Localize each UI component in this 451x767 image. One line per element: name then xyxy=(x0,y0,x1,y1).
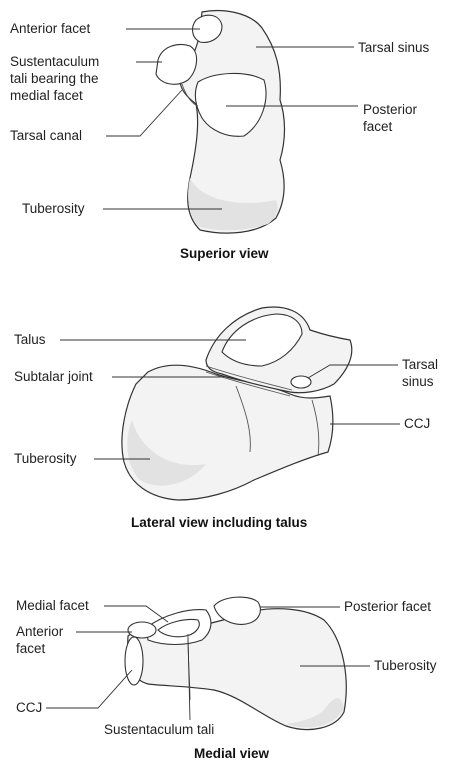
superior-tarsal-sinus-label: Tarsal sinus xyxy=(358,40,430,55)
lateral-view-caption: Lateral view including talus xyxy=(131,515,307,530)
lateral-view: Talus Subtalar joint Tuberosity Tarsal s… xyxy=(14,307,438,530)
superior-tarsal-canal-leader xyxy=(106,90,182,136)
medial-anterior-facet-label-line2: facet xyxy=(16,641,46,656)
lateral-subtalar-joint-label: Subtalar joint xyxy=(14,369,93,384)
superior-posterior-facet-label-line1: Posterior xyxy=(363,102,418,117)
medial-calcaneus-drawing xyxy=(125,597,346,729)
medial-anterior-facet xyxy=(128,622,156,638)
superior-sustentaculum-label-line3: medial facet xyxy=(10,88,83,103)
medial-ccj-label: CCJ xyxy=(16,700,42,715)
medial-medial-facet-label: Medial facet xyxy=(16,598,89,613)
lateral-calcaneus-drawing xyxy=(122,307,352,500)
medial-sustentaculum-tali-label: Sustentaculum tali xyxy=(104,722,214,737)
medial-view: Medial facet Anterior facet CCJ Sustenta… xyxy=(16,597,437,761)
superior-anterior-facet-label: Anterior facet xyxy=(10,21,91,36)
lateral-ccj-label: CCJ xyxy=(404,416,430,431)
superior-posterior-facet-label-line2: facet xyxy=(363,119,393,134)
medial-posterior-facet-label: Posterior facet xyxy=(344,599,431,614)
medial-tuberosity-label: Tuberosity xyxy=(374,658,437,673)
medial-anterior-facet-label-line1: Anterior xyxy=(16,624,64,639)
lateral-tarsal-sinus-label-line1: Tarsal xyxy=(402,357,438,372)
superior-calcaneus-drawing xyxy=(156,11,285,234)
lateral-tarsal-sinus-label-line2: sinus xyxy=(402,374,434,389)
superior-sustentaculum-label-line2: tali bearing the xyxy=(10,71,99,86)
superior-sustentaculum-label-line1: Sustentaculum xyxy=(10,54,99,69)
superior-tarsal-canal-label: Tarsal canal xyxy=(10,128,82,143)
superior-view: Anterior facet Sustentaculum tali bearin… xyxy=(10,11,430,261)
superior-tuberosity-label: Tuberosity xyxy=(22,201,85,216)
superior-view-caption: Superior view xyxy=(180,246,269,261)
medial-ccj-leader xyxy=(46,670,132,708)
medial-ccj-surface xyxy=(125,637,143,685)
lateral-tuberosity-label: Tuberosity xyxy=(14,451,77,466)
lateral-talus-label: Talus xyxy=(14,332,46,347)
medial-view-caption: Medial view xyxy=(194,746,270,761)
